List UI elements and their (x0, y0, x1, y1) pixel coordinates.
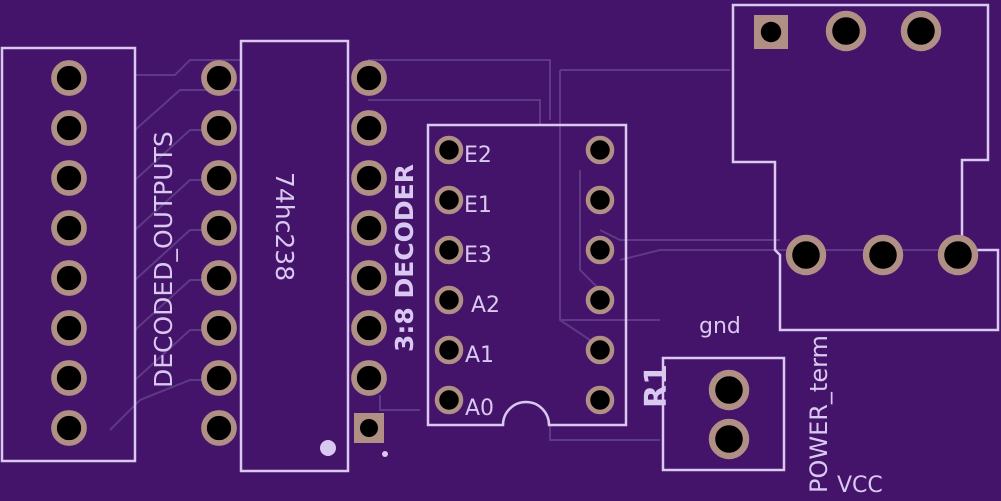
pad (351, 310, 387, 346)
pad (201, 310, 237, 346)
pad (51, 260, 87, 296)
pad (708, 369, 750, 411)
pin1-marker (320, 440, 336, 456)
chip-left-pads (201, 60, 237, 446)
pad (585, 385, 615, 415)
connector-pads (754, 10, 979, 276)
pad-hole (760, 21, 782, 43)
pad (51, 160, 87, 196)
pad (51, 210, 87, 246)
silkscreen-text: DECODED_OUTPUTS 74hc238 3:8 DECODER E2 E… (149, 131, 883, 498)
pad (201, 210, 237, 246)
pad (708, 418, 750, 460)
gnd-label: gnd (699, 314, 741, 339)
pad (937, 234, 979, 276)
pin-label-e1: E1 (464, 193, 492, 218)
pad (51, 310, 87, 346)
pad (351, 210, 387, 246)
pad (51, 110, 87, 146)
pad (201, 260, 237, 296)
pad (351, 260, 387, 296)
pad (585, 135, 615, 165)
pad-hole (360, 419, 378, 437)
dip-socket-outline (426, 123, 628, 427)
resistor-designator: R1 (639, 364, 674, 408)
pad (201, 360, 237, 396)
power-terminal-outline (661, 356, 786, 472)
connector-outline (731, 3, 1000, 332)
chip-74hc238-outline (239, 39, 350, 473)
chip-right-pads (351, 60, 387, 443)
pad (351, 60, 387, 96)
dip-right-pads (585, 135, 615, 415)
decoder-title: 3:8 DECODER (390, 164, 419, 352)
decoded-outputs-label: DECODED_OUTPUTS (149, 131, 178, 388)
pad (51, 60, 87, 96)
pad (585, 285, 615, 315)
chip-part-label: 74hc238 (270, 172, 299, 281)
pad (585, 185, 615, 215)
pin-label-a0: A0 (465, 396, 494, 421)
pad (201, 410, 237, 446)
pad (201, 60, 237, 96)
silkscreen (0, 3, 1000, 473)
pad (434, 185, 464, 215)
pad (785, 234, 827, 276)
pad (351, 160, 387, 196)
power-terminal-label: POWER_term (805, 335, 833, 493)
pad (585, 235, 615, 265)
pad (434, 385, 464, 415)
decoded-outputs-header-outline (0, 46, 137, 463)
pin-label-e2: E2 (464, 143, 492, 168)
decoded-outputs-pads (51, 60, 87, 446)
pad (825, 10, 867, 52)
pin1-dot (382, 451, 388, 457)
pad (434, 285, 464, 315)
pad (434, 335, 464, 365)
pad (351, 360, 387, 396)
pad (585, 335, 615, 365)
pin-label-e3: E3 (464, 243, 492, 268)
pad (51, 410, 87, 446)
pin-label-a1: A1 (465, 343, 494, 368)
pad (434, 235, 464, 265)
pad (862, 234, 904, 276)
pad (201, 160, 237, 196)
pad (201, 110, 237, 146)
pad (351, 110, 387, 146)
pad (900, 10, 942, 52)
pad (51, 360, 87, 396)
pad (434, 135, 464, 165)
copper-traces (109, 59, 940, 441)
dip-left-pads (434, 135, 464, 415)
power-terminal-pads (708, 369, 750, 460)
pin-label-a2: A2 (471, 293, 500, 318)
vcc-label: VCC (837, 473, 883, 498)
